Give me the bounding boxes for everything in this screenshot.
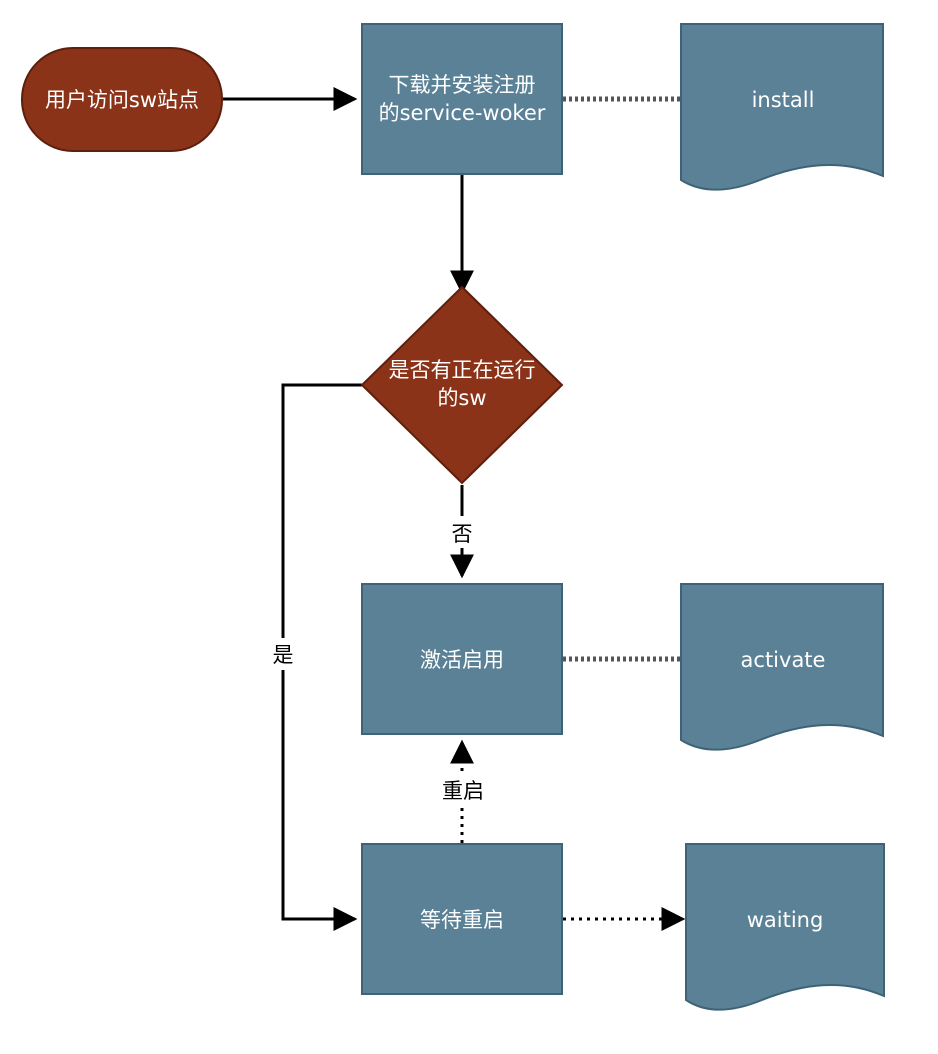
download-process-label-line1: 下载并安装注册	[389, 73, 536, 97]
activate-process-label: 激活启用	[420, 648, 504, 672]
decision-label-line1: 是否有正在运行	[389, 358, 536, 382]
waiting-document-label: waiting	[747, 908, 824, 932]
edge-no-label: 否	[452, 522, 473, 546]
edge-restart-label-bg	[436, 774, 488, 806]
activate-process: 激活启用	[361, 583, 563, 735]
edge-restart-label: 重启	[442, 779, 484, 803]
edge-yes-label: 是	[273, 643, 294, 667]
edge-no-label-bg	[448, 516, 476, 548]
activate-document-label: activate	[741, 648, 826, 672]
install-document: install	[680, 23, 884, 191]
decision-diamond: 是否有正在运行 的sw	[360, 285, 564, 485]
wait-process: 等待重启	[361, 843, 563, 995]
install-document-label: install	[752, 88, 815, 112]
edge-yes-label-bg	[269, 638, 297, 670]
download-process-label-line2: 的service-woker	[379, 101, 546, 125]
decision-label-line2: 的sw	[437, 386, 486, 410]
wait-process-label: 等待重启	[420, 908, 504, 932]
waiting-document: waiting	[685, 843, 885, 1011]
download-process: 下载并安装注册 的service-woker	[361, 23, 563, 175]
activate-document: activate	[680, 583, 884, 751]
start-terminal: 用户访问sw站点	[21, 47, 223, 152]
start-terminal-label: 用户访问sw站点	[45, 88, 199, 112]
